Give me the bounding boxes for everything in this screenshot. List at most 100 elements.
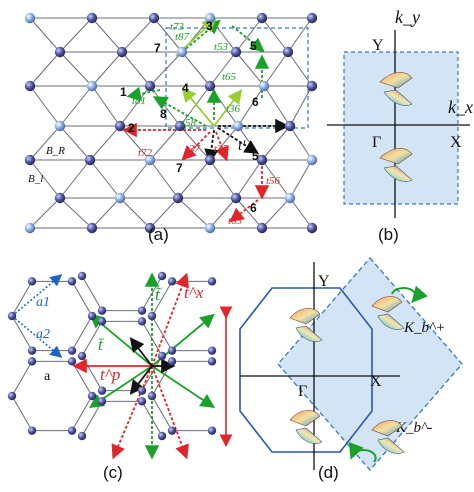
lattice-site (306, 12, 318, 24)
site-number: 2 (128, 121, 135, 135)
lattice-site (54, 192, 66, 204)
site-number: 1 (120, 85, 127, 99)
site-number: 4 (182, 81, 189, 95)
lattice-site (148, 12, 160, 24)
site-number: 2 (128, 121, 135, 135)
lattice-site (86, 80, 98, 92)
hexagon-site (97, 397, 107, 406)
site-number: 7 (176, 161, 183, 175)
hexagon-site (27, 426, 37, 435)
hexagon-site (97, 317, 107, 326)
lattice-site (24, 154, 36, 166)
hexagon-site (137, 317, 147, 326)
hexagon-site (67, 277, 77, 286)
hopping-vector (151, 272, 189, 367)
a1-label: a1 (36, 295, 50, 310)
hopping-label: t65 (222, 71, 237, 83)
hexagon-site (27, 277, 37, 286)
lattice-site (176, 46, 188, 58)
hexagon-site (137, 306, 147, 315)
point-y-b: Y (372, 37, 384, 54)
hopping-label: t35 (214, 143, 229, 155)
lattice-site (114, 120, 126, 132)
hopping-arrow (217, 127, 260, 154)
hexagon-site (97, 386, 107, 395)
lattice-site (24, 80, 36, 92)
hopping-vector (151, 365, 189, 460)
ky-label: k_y (395, 7, 420, 27)
hopping-arrow (181, 19, 221, 53)
hopping-label: t56 (266, 175, 281, 187)
k-plus-label: K_b^+ (403, 320, 445, 336)
hexagon-site (167, 357, 177, 366)
hexagon-site (167, 277, 177, 286)
hexagon-site (27, 346, 37, 355)
hexagon-site (97, 306, 107, 315)
tx-label: t^x (184, 283, 204, 302)
hopping-label: t72 (138, 147, 153, 159)
site-number: 3 (206, 19, 213, 33)
hopping-vectors (11, 272, 215, 460)
cones-d (289, 296, 405, 454)
point-gamma-b: Γ (372, 134, 381, 151)
lattice-site (204, 12, 216, 24)
br-label: B_R (46, 145, 65, 157)
dirac-cone-upper (379, 72, 413, 106)
t-bar-label: t̄ (98, 335, 105, 354)
hexagon-site (87, 391, 97, 401)
hopping-arrow (231, 25, 265, 53)
lattice-site (284, 192, 296, 204)
hexagon-site (27, 357, 37, 366)
lattice-site (204, 222, 216, 234)
hopping-arrow (126, 86, 161, 101)
site-number: 6 (250, 201, 257, 215)
lattice-site (204, 80, 216, 92)
lattice-site (24, 222, 36, 234)
hopping-label: t36 (226, 103, 241, 115)
bl-label: B_l (28, 173, 43, 185)
hexagon-sites (7, 271, 217, 441)
hexagon-site (87, 311, 97, 321)
hopping-vector (151, 365, 215, 408)
hexagon-site (157, 271, 167, 281)
site-number: 5 (252, 149, 259, 163)
hexagon-site (67, 426, 77, 435)
lattice-site (284, 120, 296, 132)
hexagon-site (7, 311, 17, 321)
site-a-label: a (44, 369, 51, 384)
lattice-site (114, 192, 126, 204)
lattice-site (144, 222, 156, 234)
lattice-bonds (29, 17, 313, 229)
hexagon-site (207, 357, 217, 366)
hexagon-site (207, 426, 217, 435)
hexagon-site (147, 311, 157, 321)
lattice-site (306, 222, 318, 234)
hopping-label: t63 (228, 215, 243, 227)
t-prime-label: t' (238, 138, 246, 154)
hexagon-site (147, 391, 157, 401)
lattice-site (174, 120, 186, 132)
green-circular-arrow-bottom (348, 441, 377, 463)
site-number: 7 (154, 41, 161, 55)
hexagon-site (167, 346, 177, 355)
kx-label: k_x (448, 97, 473, 117)
tp-label: t^p (100, 365, 120, 384)
point-x-b: X (450, 134, 462, 151)
hopping-arrow (152, 96, 207, 127)
lattice-site (204, 154, 216, 166)
lattice-site (86, 12, 98, 24)
lattice-site (256, 154, 268, 166)
hexagon-site (77, 351, 87, 361)
lattice-site (256, 12, 268, 24)
hopping-vector (129, 337, 153, 367)
hopping-vector (111, 365, 153, 460)
hopping-arrows (122, 17, 290, 223)
hopping-label: t53 (214, 41, 229, 53)
panel-d-reciprocal-zone: Y Γ X K_b^+ K_b^- (d) (219, 257, 463, 482)
lattice-site (116, 46, 128, 58)
lattice-site (306, 80, 318, 92)
lattice-site (230, 46, 242, 58)
lattice-site (144, 80, 156, 92)
hexagon-site (137, 397, 147, 406)
k-minus-label: K_b^- (395, 420, 432, 436)
